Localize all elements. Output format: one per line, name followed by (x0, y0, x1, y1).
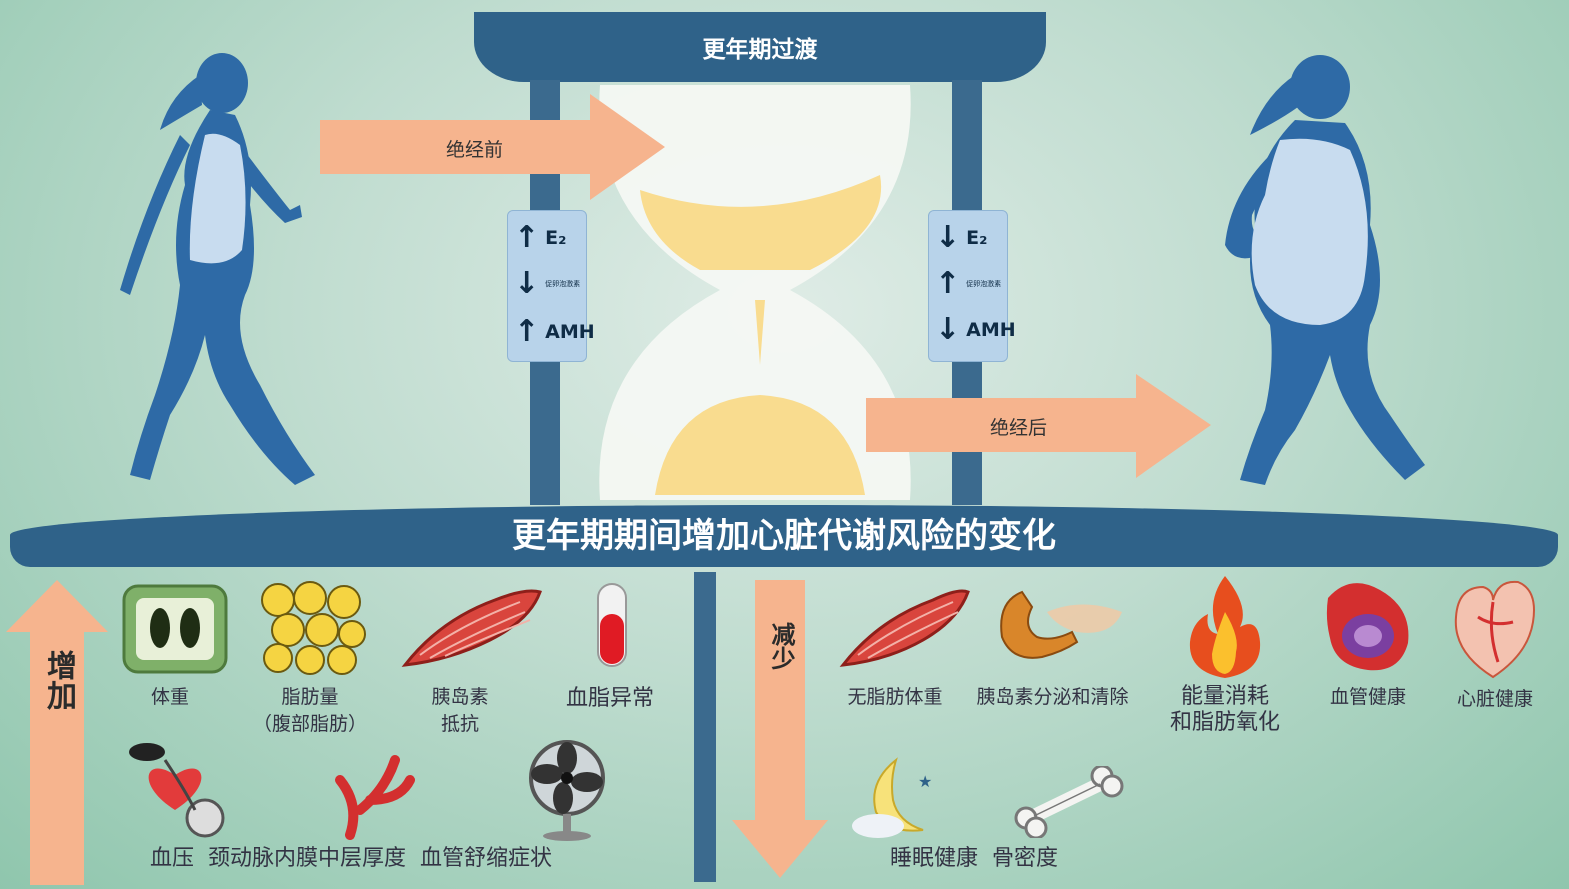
heavier-woman-icon (1225, 55, 1425, 485)
fan-icon (529, 740, 605, 841)
heart-icon (1454, 580, 1535, 679)
lower-sand (655, 395, 865, 495)
premenopause-hormone-box: ↑ E₂ ↓ 促卵泡激素 ↑ AMH (507, 210, 595, 362)
insulin-resistance-sublabel: 抵抗 (440, 713, 479, 735)
muscle-icon (401, 589, 542, 667)
fat-mass-label: 脂肪量 (281, 686, 339, 708)
e2-arrow: ↓ (935, 220, 961, 255)
slim-woman-icon (120, 53, 315, 485)
fsh-label: 促卵泡激素 (966, 280, 1002, 288)
menopause-transition-title: 更年期过渡 (702, 37, 818, 63)
blood-pressure-icon (129, 743, 225, 838)
postmenopause-arrow (866, 374, 1211, 478)
test-tube-icon (597, 583, 627, 667)
heart-health-label: 心脏健康 (1456, 688, 1533, 710)
insulin-secretion-label: 胰岛素分泌和清除 (976, 686, 1129, 708)
amh-arrow: ↑ (514, 314, 540, 349)
decrease-arrow (732, 580, 828, 878)
center-divider (694, 572, 716, 882)
postmenopause-label: 绝经后 (990, 417, 1048, 439)
fat-mass-sublabel: （腹部脂肪） (252, 713, 367, 735)
weight-label: 体重 (150, 686, 189, 708)
fire-icon (1189, 576, 1261, 678)
hourglass-top-bar (474, 12, 1046, 82)
decrease-label: 减少 (767, 622, 795, 670)
insulin-resistance-label: 胰岛素 (431, 686, 489, 708)
blood-vessel-icon (1326, 583, 1409, 671)
upper-sand (640, 175, 882, 270)
fsh-label: 促卵泡激素 (545, 280, 581, 288)
dyslipidemia-label: 血脂异常 (565, 686, 654, 711)
increase-label: 增加 (41, 650, 76, 710)
sleep-moon-icon: ★ (852, 757, 932, 838)
pancreas-icon (1000, 590, 1122, 659)
hourglass-glass (599, 85, 911, 500)
increase-bottom-labels: 血压 颈动脉内膜中层厚度 血管舒缩症状 (150, 846, 552, 871)
fsh-arrow: ↑ (935, 266, 961, 301)
e2-label: E₂ (545, 227, 567, 249)
fat-oxidation-label: 和脂肪氧化 (1169, 710, 1280, 735)
increase-arrow (6, 580, 108, 885)
lean-mass-label: 无脂肪体重 (847, 686, 943, 708)
e2-label: E₂ (966, 227, 988, 249)
premenopause-arrow (320, 94, 665, 200)
decrease-bottom-labels: 睡眠健康 骨密度 (890, 846, 1058, 871)
scale-icon (122, 584, 228, 674)
falling-sand (755, 300, 765, 365)
fsh-arrow: ↓ (514, 266, 540, 301)
svg-text:★: ★ (918, 772, 932, 791)
fat-cells-icon (261, 581, 366, 675)
main-band (10, 505, 1558, 567)
vascular-health-label: 血管健康 (1329, 686, 1406, 708)
premenopause-label: 绝经前 (446, 139, 504, 161)
bone-icon (1014, 766, 1124, 838)
cardiometabolic-changes-title: 更年期期间增加心脏代谢风险的变化 (512, 516, 1056, 556)
amh-label: AMH (545, 321, 595, 343)
postmenopause-hormone-box: ↓ E₂ ↑ 促卵泡激素 ↓ AMH (928, 210, 1016, 362)
lean-muscle-icon (839, 589, 970, 667)
e2-arrow: ↑ (514, 220, 540, 255)
artery-icon (335, 755, 415, 840)
energy-expenditure-label: 能量消耗 (1180, 684, 1269, 709)
amh-arrow: ↓ (935, 312, 961, 347)
amh-label: AMH (966, 319, 1016, 341)
